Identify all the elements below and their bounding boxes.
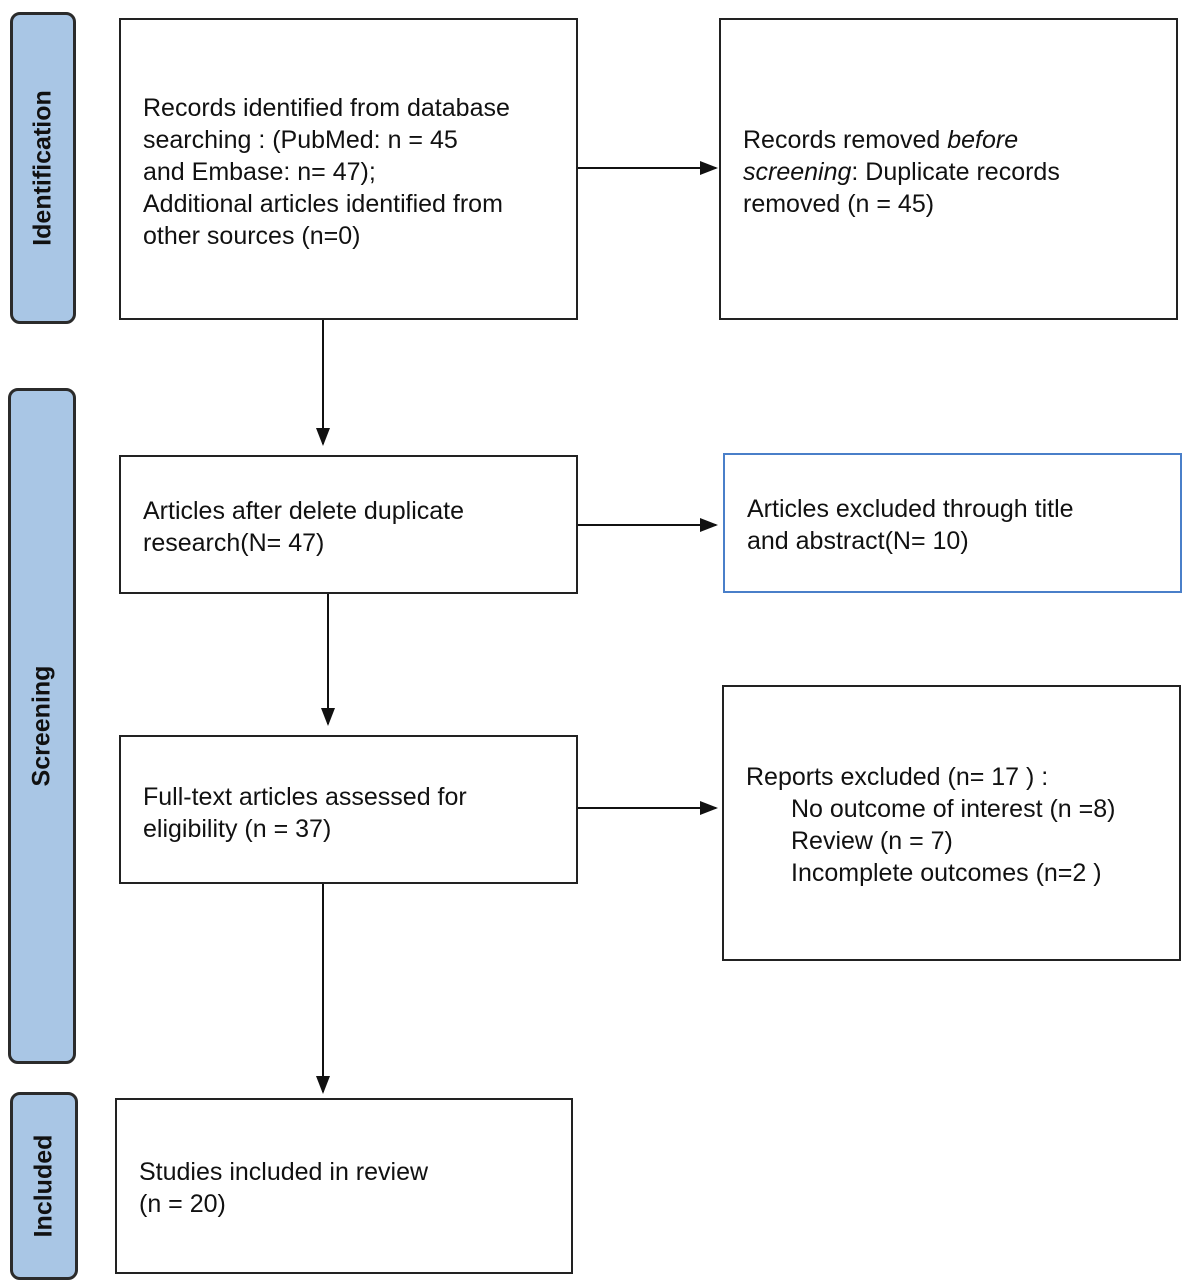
after-delete-box: Articles after delete duplicate research…	[119, 455, 578, 594]
included-line-2: (n = 20)	[139, 1190, 226, 1218]
reports-excluded-item: No outcome of interest (n =8)	[791, 795, 1116, 823]
reports-excluded-item: Incomplete outcomes (n=2 )	[791, 859, 1102, 887]
records-removed-prefix: Records removed	[743, 126, 948, 154]
records-removed-screening-emph: screening	[743, 158, 852, 186]
included-line-1: Studies included in review	[139, 1158, 429, 1186]
phase-screening: Screening	[8, 388, 76, 1064]
records-identified-line-2: searching : (PubMed: n = 45	[143, 126, 458, 154]
records-identified-line-5: other sources (n=0)	[143, 222, 361, 250]
after-delete-line-2: research(N= 47)	[143, 529, 325, 557]
records-removed-line-2: screening: Duplicate records	[743, 156, 1176, 188]
records-removed-line-1: Records removed before	[743, 124, 1176, 156]
records-identified-box: Records identified from database searchi…	[119, 18, 578, 320]
records-removed-box: Records removed before screening: Duplic…	[719, 18, 1178, 320]
fulltext-line-1: Full-text articles assessed for	[143, 783, 467, 811]
excluded-title-line-1: Articles excluded through title	[747, 495, 1074, 523]
reports-excluded-box: Reports excluded (n= 17 ) : No outcome o…	[722, 685, 1181, 961]
records-identified-line-1: Records identified from database	[143, 94, 510, 122]
records-removed-rest: : Duplicate records	[851, 158, 1060, 186]
excluded-title-line-2: and abstract(N= 10)	[747, 527, 969, 555]
excluded-title-abstract-box: Articles excluded through title and abst…	[723, 453, 1182, 593]
phase-included: Included	[10, 1092, 78, 1280]
fulltext-assessed-box: Full-text articles assessed for eligibil…	[119, 735, 578, 884]
records-identified-line-4: Additional articles identified from	[143, 190, 503, 218]
studies-included-box: Studies included in review (n = 20)	[115, 1098, 573, 1274]
phase-identification: Identification	[10, 12, 76, 324]
reports-excluded-item: Review (n = 7)	[791, 827, 953, 855]
reports-excluded-header: Reports excluded (n= 17 ) :	[746, 763, 1049, 791]
fulltext-line-2: eligibility (n = 37)	[143, 815, 332, 843]
records-identified-line-3: and Embase: n= 47);	[143, 158, 376, 186]
records-removed-line-3: removed (n = 45)	[743, 190, 935, 218]
records-removed-before-emph: before	[947, 126, 1019, 154]
after-delete-line-1: Articles after delete duplicate	[143, 497, 465, 525]
